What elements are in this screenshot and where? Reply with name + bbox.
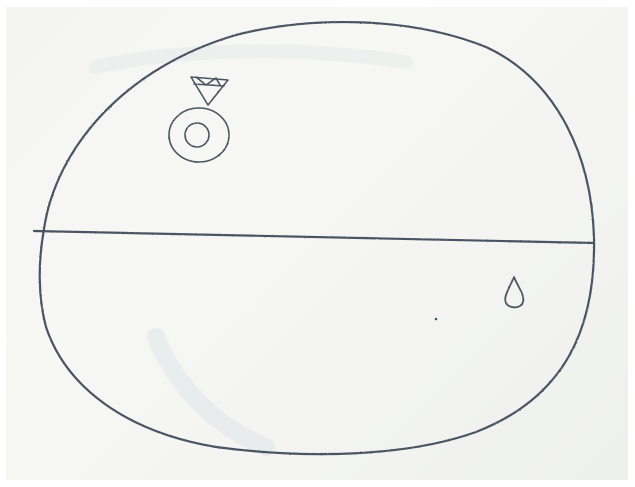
gem-icon bbox=[191, 77, 228, 105]
ring-band-outer bbox=[169, 108, 229, 162]
paper-smudge bbox=[96, 51, 406, 67]
paper-smudge bbox=[156, 337, 266, 447]
ring-icon bbox=[169, 77, 229, 162]
drop-icon bbox=[505, 277, 523, 307]
pencil-drawing bbox=[6, 7, 628, 480]
paper-sheet bbox=[6, 7, 628, 480]
horizon-line bbox=[34, 231, 594, 243]
ring-band-inner bbox=[185, 123, 209, 147]
pencil-dot bbox=[435, 318, 438, 321]
